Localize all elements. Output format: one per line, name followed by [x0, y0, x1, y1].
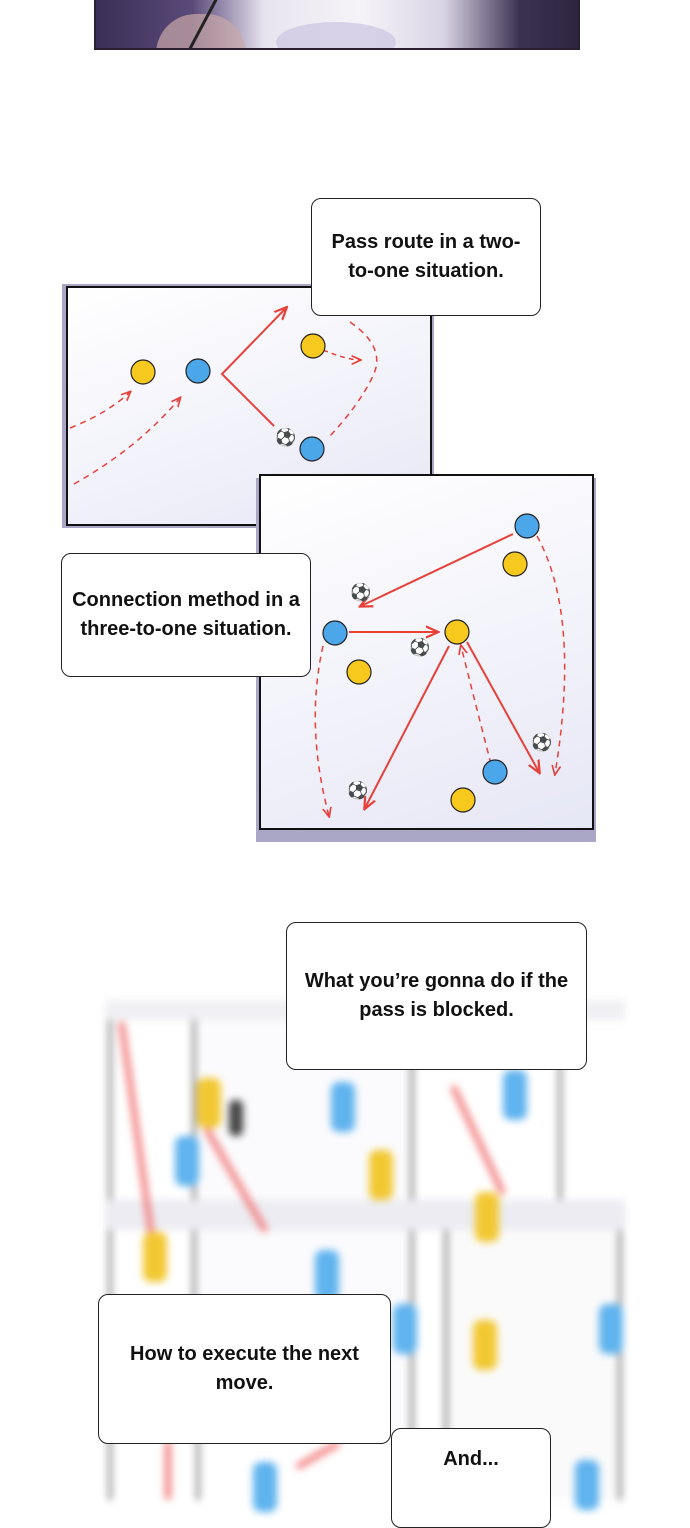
blue-player-icon — [299, 436, 325, 462]
blurred-yellow-player — [473, 1320, 497, 1370]
blurred-blue-player — [315, 1250, 339, 1300]
pass-dashed-route — [322, 349, 360, 360]
yellow-player-icon — [502, 551, 528, 577]
pass-dashed-route — [69, 392, 130, 429]
three-to-one-diagram-panel: ⚽ ⚽ ⚽ ⚽ — [259, 474, 594, 830]
top-art-panel — [94, 0, 580, 50]
pass-route — [220, 308, 286, 427]
yellow-player-icon — [450, 787, 476, 813]
blue-player-icon — [482, 759, 508, 785]
soccer-ball-icon: ⚽ — [530, 732, 552, 753]
three-to-one-diagram: ⚽ ⚽ ⚽ ⚽ — [314, 513, 566, 832]
blurred-blue-player — [575, 1460, 599, 1510]
blurred-blue-player — [253, 1462, 277, 1512]
blurred-blue-player — [393, 1304, 417, 1354]
art-shape — [156, 14, 246, 48]
blurred-ball — [229, 1100, 243, 1136]
blue-player-icon — [322, 620, 348, 646]
pass-route — [361, 533, 514, 606]
pass-route — [365, 645, 450, 808]
blurred-yellow-player — [475, 1192, 499, 1242]
caption-and: And... — [391, 1428, 551, 1528]
blue-player-icon — [514, 513, 540, 539]
blurred-blue-player — [331, 1082, 355, 1132]
caption-connection-method: Connection method in a three-to-one situ… — [61, 553, 311, 677]
blurred-band — [105, 1200, 625, 1230]
pass-dashed-route — [536, 535, 566, 774]
blurred-blue-player — [503, 1070, 527, 1120]
blurred-yellow-player — [143, 1232, 167, 1282]
yellow-player-icon — [300, 333, 326, 359]
blurred-blue-player — [175, 1136, 199, 1186]
soccer-ball-icon: ⚽ — [349, 582, 371, 603]
two-to-one-diagram: ⚽ — [69, 288, 378, 485]
blurred-blue-player — [599, 1304, 623, 1354]
yellow-player-icon — [130, 359, 156, 385]
caption-pass-route: Pass route in a two-to-one situation. — [311, 198, 541, 316]
soccer-ball-icon: ⚽ — [346, 780, 368, 801]
soccer-ball-icon: ⚽ — [408, 637, 430, 658]
blurred-route — [294, 1439, 342, 1471]
yellow-player-icon — [346, 659, 372, 685]
pass-dashed-route — [73, 398, 180, 485]
pass-dashed-route — [329, 321, 378, 437]
blue-player-icon — [185, 358, 211, 384]
yellow-player-icon — [444, 619, 470, 645]
pass-dashed-route — [314, 645, 329, 816]
pass-dashed-route — [461, 646, 492, 765]
blurred-yellow-player — [369, 1150, 393, 1200]
caption-next-move: How to execute the next move. — [98, 1294, 391, 1444]
soccer-ball-icon: ⚽ — [274, 427, 296, 448]
blurred-route — [165, 1440, 171, 1500]
blurred-yellow-player — [197, 1078, 221, 1128]
pass-route — [466, 641, 539, 772]
art-shape — [276, 22, 396, 48]
caption-pass-blocked: What you’re gonna do if the pass is bloc… — [286, 922, 587, 1070]
